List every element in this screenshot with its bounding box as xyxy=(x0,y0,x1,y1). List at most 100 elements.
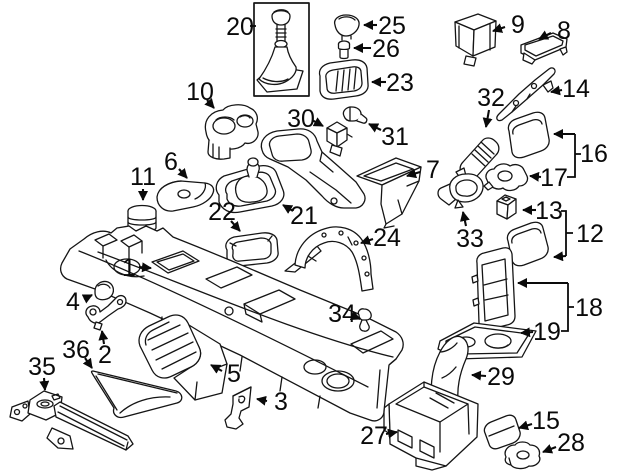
callout-16-bracket xyxy=(567,134,581,178)
part-6-drawing xyxy=(156,180,215,212)
callout-8-arrow xyxy=(538,30,552,40)
callout-5-number[interactable]: 5 xyxy=(227,360,241,388)
callout-30: 30 xyxy=(287,105,324,133)
part-3-drawing xyxy=(224,386,252,430)
callout-6-number[interactable]: 6 xyxy=(164,148,178,176)
callout-8-number[interactable]: 8 xyxy=(557,17,571,45)
callout-17: 17 xyxy=(529,164,568,192)
callout-13-number[interactable]: 13 xyxy=(535,197,563,225)
callout-21-arrow xyxy=(282,204,294,214)
callout-26-number[interactable]: 26 xyxy=(372,35,400,63)
callout-27: 27 xyxy=(360,422,398,450)
part-20-drawing xyxy=(253,2,310,97)
part-13-drawing xyxy=(496,194,517,220)
callout-23: 23 xyxy=(371,69,414,97)
part-9-drawing xyxy=(454,13,497,67)
callout-22: 22 xyxy=(208,198,241,232)
callout-35: 35 xyxy=(28,353,56,391)
callout-7-arrow xyxy=(406,168,421,179)
callout-34-number[interactable]: 34 xyxy=(328,300,356,328)
callout-17-arrow xyxy=(529,171,542,182)
part-18-drawing xyxy=(471,247,516,331)
callout-28-number[interactable]: 28 xyxy=(557,429,585,457)
part-24-drawing xyxy=(284,226,374,292)
callout-16: 16 xyxy=(553,129,608,178)
callout-4-number[interactable]: 4 xyxy=(66,288,80,316)
callout-14-number[interactable]: 14 xyxy=(562,75,590,103)
callout-15-number[interactable]: 15 xyxy=(532,407,560,435)
callout-15-arrow xyxy=(518,420,533,431)
callout-30-number[interactable]: 30 xyxy=(287,105,315,133)
callout-19: 19 xyxy=(520,318,561,346)
part-31-drawing xyxy=(342,106,368,124)
part-16-drawing xyxy=(507,111,550,159)
callout-17-number[interactable]: 17 xyxy=(540,164,568,192)
callout-3-number[interactable]: 3 xyxy=(274,388,288,416)
callout-20-number[interactable]: 20 xyxy=(226,13,254,41)
callout-12-arrow xyxy=(553,251,567,262)
callout-15: 15 xyxy=(518,407,560,435)
callout-33-number[interactable]: 33 xyxy=(456,225,484,253)
callout-8: 8 xyxy=(538,17,571,45)
callout-7-number[interactable]: 7 xyxy=(426,156,440,184)
callout-3-arrow xyxy=(256,395,268,406)
callout-32-arrow xyxy=(482,109,493,128)
callout-31-number[interactable]: 31 xyxy=(381,123,409,151)
callout-2-arrow xyxy=(98,330,109,345)
callout-35-number[interactable]: 35 xyxy=(28,353,56,381)
callout-6: 6 xyxy=(164,148,188,179)
callout-9: 9 xyxy=(492,11,525,39)
callout-29-number[interactable]: 29 xyxy=(487,363,515,391)
callout-7: 7 xyxy=(406,156,440,184)
callout-19-number[interactable]: 19 xyxy=(533,318,561,346)
part-21-drawing xyxy=(215,157,285,214)
callout-22-number[interactable]: 22 xyxy=(208,198,236,226)
callout-16-number[interactable]: 16 xyxy=(580,140,608,168)
callout-29: 29 xyxy=(471,363,515,391)
callout-28-arrow xyxy=(542,444,557,454)
callout-14-arrow xyxy=(550,85,563,96)
callout-36-number[interactable]: 36 xyxy=(62,336,90,364)
callout-32-number[interactable]: 32 xyxy=(477,84,505,112)
part-35-drawing xyxy=(9,390,134,451)
callout-18: 18 xyxy=(517,278,603,332)
parts-layer xyxy=(9,2,568,471)
callout-4: 4 xyxy=(66,288,93,316)
part-15-drawing xyxy=(483,414,521,450)
callout-1-number[interactable]: 1 xyxy=(122,254,136,282)
part-5-drawing xyxy=(138,314,228,401)
callout-24: 24 xyxy=(360,224,401,252)
callout-12-bracket xyxy=(561,210,573,256)
part-17-drawing xyxy=(483,163,529,192)
callout-2-number[interactable]: 2 xyxy=(98,341,112,369)
callout-18-number[interactable]: 18 xyxy=(575,294,603,322)
callout-1: 1 xyxy=(122,254,152,282)
part-14-drawing xyxy=(496,67,556,122)
callout-27-number[interactable]: 27 xyxy=(360,422,388,450)
callout-26: 26 xyxy=(353,35,400,63)
part-4-drawing xyxy=(94,280,115,301)
callout-32: 32 xyxy=(477,84,505,128)
callout-13: 13 xyxy=(522,197,563,225)
callout-24-arrow xyxy=(360,235,374,245)
callout-33: 33 xyxy=(456,211,484,253)
callout-27-arrow xyxy=(385,428,398,439)
console-upper-trim-drawing xyxy=(260,128,366,209)
callout-14: 14 xyxy=(550,75,590,103)
callout-9-number[interactable]: 9 xyxy=(511,11,525,39)
callout-10-number[interactable]: 10 xyxy=(186,78,214,106)
part-27-drawing xyxy=(383,381,479,471)
part-7-drawing xyxy=(356,157,422,229)
callout-20: 20 xyxy=(226,13,256,41)
callout-25-number[interactable]: 25 xyxy=(378,12,406,40)
part-25-drawing xyxy=(333,14,360,41)
part-30-drawing xyxy=(326,121,353,157)
callout-10-arrow xyxy=(204,97,215,109)
part-28-drawing xyxy=(504,441,541,470)
callout-24-number[interactable]: 24 xyxy=(373,224,401,252)
callout-21-number[interactable]: 21 xyxy=(290,202,318,230)
callout-11-number[interactable]: 11 xyxy=(130,163,156,191)
callout-23-number[interactable]: 23 xyxy=(386,69,414,97)
callout-12-number[interactable]: 12 xyxy=(576,220,604,248)
